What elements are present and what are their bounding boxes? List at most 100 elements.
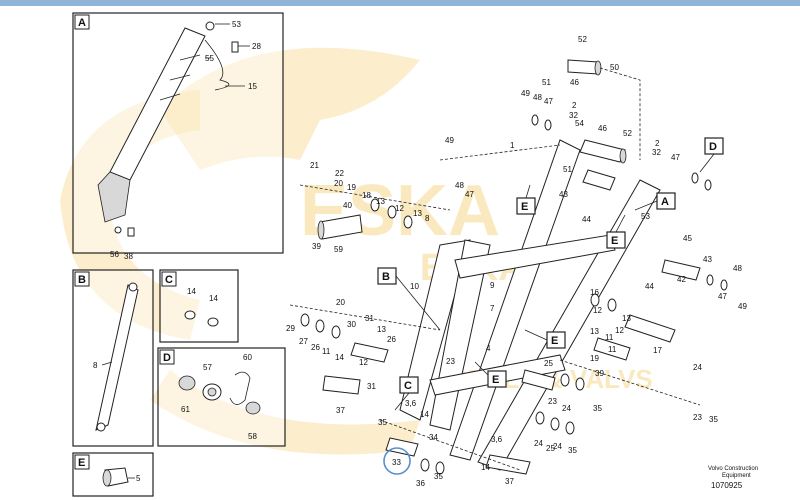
inset-a-label-53: 53 bbox=[232, 20, 241, 29]
part-label-35: 35 bbox=[593, 404, 602, 413]
footer-number: 1070925 bbox=[711, 481, 743, 490]
labels-lower: 20 29 27 26 11 14 30 31 13 26 12 10 9 7 … bbox=[286, 281, 718, 427]
part-label-47: 47 bbox=[465, 190, 474, 199]
part-label-39: 39 bbox=[595, 369, 604, 378]
part-label-24: 24 bbox=[534, 439, 543, 448]
callout-d: D bbox=[699, 137, 724, 173]
part-label-32: 32 bbox=[569, 111, 578, 120]
part-label-E: E bbox=[551, 335, 558, 347]
part-label-B: B bbox=[382, 271, 390, 283]
callout-c: C bbox=[394, 376, 419, 411]
part-label-29: 29 bbox=[286, 324, 295, 333]
part-label-35: 35 bbox=[434, 472, 443, 481]
part-label-20: 20 bbox=[334, 179, 343, 188]
part-label-17: 17 bbox=[653, 346, 662, 355]
part-label-35: 35 bbox=[709, 415, 718, 424]
footer-line1: Volvo Construction bbox=[708, 466, 758, 472]
part-label-31: 31 bbox=[365, 314, 374, 323]
callout-a: A bbox=[634, 192, 676, 211]
inset-a-letter: A bbox=[78, 17, 86, 29]
inset-c-label-14b: 14 bbox=[209, 294, 218, 303]
inset-e-label-5: 5 bbox=[136, 474, 141, 483]
part-label-40: 40 bbox=[343, 201, 352, 210]
part-label-27: 27 bbox=[299, 337, 308, 346]
part-label-44: 44 bbox=[645, 282, 654, 291]
part-label-A: A bbox=[661, 196, 669, 208]
part-label-E: E bbox=[521, 201, 528, 213]
part-label-13: 13 bbox=[376, 197, 385, 206]
inset-d-label-61: 61 bbox=[181, 405, 190, 414]
top-bar bbox=[0, 0, 800, 6]
part-label-9: 9 bbox=[490, 281, 495, 290]
part-label-13: 13 bbox=[413, 209, 422, 218]
part-label-11: 11 bbox=[322, 347, 331, 356]
part-label-12: 12 bbox=[359, 358, 368, 367]
part-label-12: 12 bbox=[593, 306, 602, 315]
part-label-20: 20 bbox=[336, 298, 345, 307]
part-label-16: 16 bbox=[590, 288, 599, 297]
part-label-37: 37 bbox=[505, 477, 514, 486]
part-label-31: 31 bbox=[367, 382, 376, 391]
part-label-59: 59 bbox=[334, 245, 343, 254]
callout-e-2: E bbox=[606, 214, 626, 249]
labels-bottom: 34 33 36 35 3,6 14 37 24 25 24 35 bbox=[392, 433, 577, 488]
part-label-48: 48 bbox=[533, 93, 542, 102]
part-label-52: 52 bbox=[623, 129, 632, 138]
part-label-C: C bbox=[404, 380, 412, 392]
inset-box-e: E 5 bbox=[72, 452, 154, 497]
part-label-25: 25 bbox=[544, 359, 553, 368]
inset-d-label-58: 58 bbox=[248, 432, 257, 441]
part-label-21: 21 bbox=[310, 161, 319, 170]
main-frame-drawing bbox=[289, 59, 728, 475]
part-label-23: 23 bbox=[548, 397, 557, 406]
inset-d-label-60: 60 bbox=[243, 353, 252, 362]
part-label-23: 23 bbox=[446, 357, 455, 366]
part-label-51: 51 bbox=[542, 78, 551, 87]
part-label-30: 30 bbox=[347, 320, 356, 329]
inset-a-label-15: 15 bbox=[248, 82, 257, 91]
inset-d-label-57: 57 bbox=[203, 363, 212, 372]
part-label-42: 42 bbox=[677, 275, 686, 284]
part-label-47: 47 bbox=[544, 97, 553, 106]
callout-e-4: E bbox=[474, 361, 507, 388]
part-label-49: 49 bbox=[738, 302, 747, 311]
part-label-44: 44 bbox=[582, 215, 591, 224]
part-label-47: 47 bbox=[671, 153, 680, 162]
part-label-4: 4 bbox=[486, 344, 491, 353]
part-label-14: 14 bbox=[420, 410, 429, 419]
part-label-36: 36 bbox=[416, 479, 425, 488]
inset-box-c: C 14 14 bbox=[159, 269, 239, 343]
inset-a-label-28: 28 bbox=[252, 42, 261, 51]
callout-e-1: E bbox=[516, 184, 536, 215]
part-label-E: E bbox=[611, 235, 618, 247]
part-label-46: 46 bbox=[598, 124, 607, 133]
part-label-3-6: 3,6 bbox=[405, 399, 417, 408]
part-label-25: 25 bbox=[546, 444, 555, 453]
part-label-23: 23 bbox=[693, 413, 702, 422]
inset-d-letter: D bbox=[163, 352, 171, 364]
part-label-11: 11 bbox=[605, 333, 614, 342]
part-label-19: 19 bbox=[347, 183, 356, 192]
part-label-13: 13 bbox=[622, 314, 631, 323]
part-label-2: 2 bbox=[572, 101, 577, 110]
part-label-14: 14 bbox=[481, 463, 490, 472]
inset-a-label-38: 38 bbox=[124, 252, 133, 261]
part-label-35: 35 bbox=[378, 418, 387, 427]
labels-top: 52 51 46 50 49 48 47 2 32 54 46 52 2 32 … bbox=[521, 35, 680, 162]
part-label-49: 49 bbox=[445, 136, 454, 145]
part-label-50: 50 bbox=[610, 63, 619, 72]
highlight-circle bbox=[383, 447, 411, 475]
inset-c-letter: C bbox=[165, 274, 173, 286]
inset-b-letter: B bbox=[78, 274, 86, 286]
part-label-39: 39 bbox=[312, 242, 321, 251]
part-label-51: 51 bbox=[563, 165, 572, 174]
part-label-3-6: 3,6 bbox=[491, 435, 503, 444]
callout-b: B bbox=[377, 267, 441, 331]
part-label-12: 12 bbox=[615, 326, 624, 335]
inset-box-d: D 57 60 61 58 bbox=[157, 347, 286, 447]
inset-a-label-55: 55 bbox=[205, 54, 214, 63]
part-label-7: 7 bbox=[490, 304, 495, 313]
part-label-46: 46 bbox=[570, 78, 579, 87]
part-label-10: 10 bbox=[410, 282, 419, 291]
part-label-24: 24 bbox=[562, 404, 571, 413]
